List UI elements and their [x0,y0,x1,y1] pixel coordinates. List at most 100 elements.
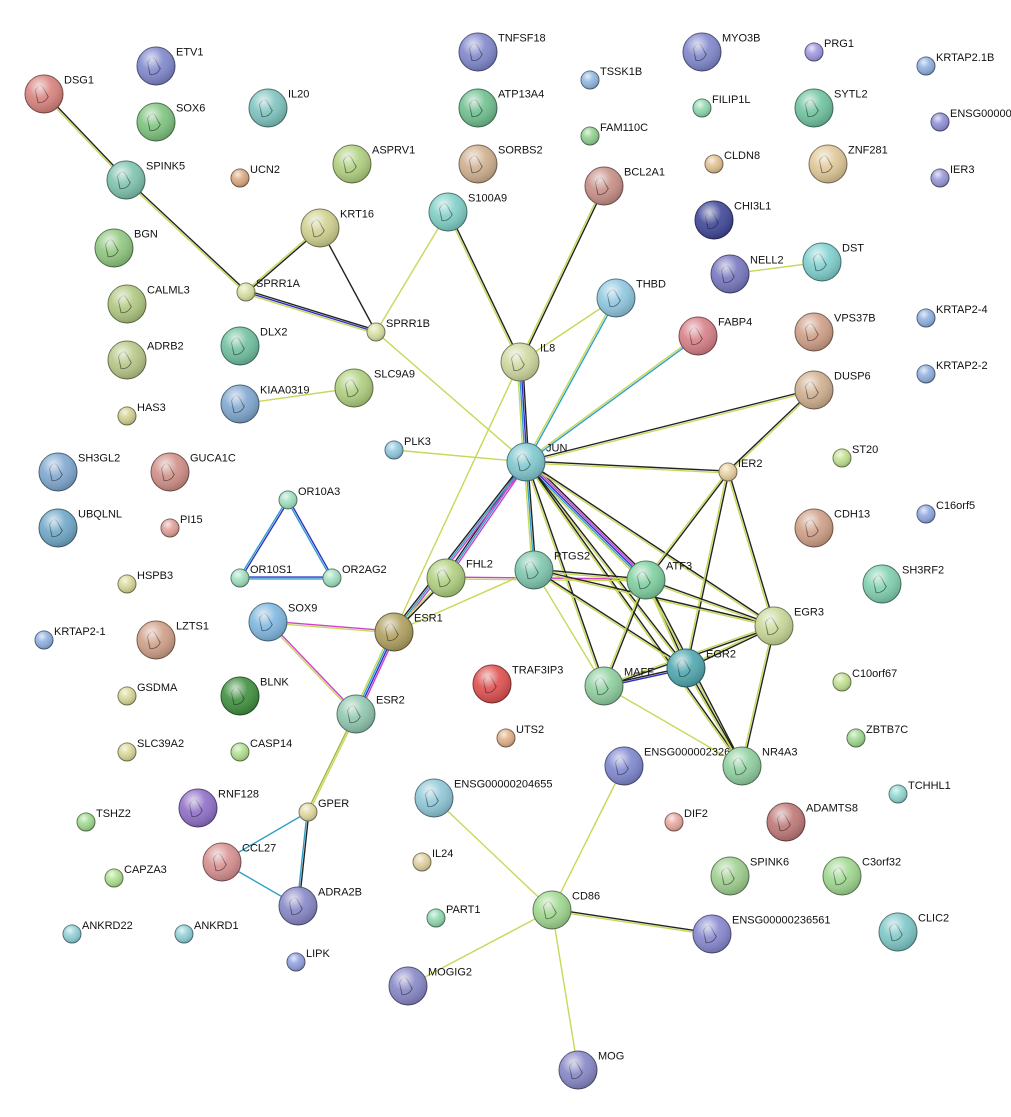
node-zbtb7c[interactable]: ZBTB7C [846,724,908,748]
node-lipk[interactable]: LIPK [286,948,331,972]
node-or10a3[interactable]: OR10A3 [278,486,340,510]
node-sprr1b[interactable]: SPRR1B [366,318,430,342]
node-dsg1[interactable]: DSG1 [24,74,94,114]
node-part1[interactable]: PART1 [426,904,480,928]
node-mogig2[interactable]: MOGIG2 [388,966,472,1006]
edge-atf3-egr3[interactable] [644,578,776,628]
node-mog[interactable]: MOG [558,1050,624,1090]
edge-egr3-nr4a3[interactable] [740,625,776,767]
node-vps37b[interactable]: VPS37B [794,312,876,352]
edge-plk3-jun[interactable] [393,449,527,463]
node-or10s1[interactable]: OR10S1 [230,564,292,588]
edge-ensg00000232641-cd86[interactable] [551,765,625,911]
node-atp13a4[interactable]: ATP13A4 [458,88,544,128]
node-slc9a9[interactable]: SLC9A9 [334,368,415,408]
edge-sprr1a-sprr1b[interactable] [244,289,378,335]
node-dusp6[interactable]: DUSP6 [794,370,871,410]
node-jun[interactable]: JUN [506,442,567,482]
node-bgn[interactable]: BGN [94,228,158,268]
node-ensg00000232641[interactable]: ENSG00000232641 [604,746,742,786]
edge-ptgs2-egr2[interactable] [532,568,688,670]
node-spink6[interactable]: SPINK6 [710,856,789,896]
edge-cd86-mogig2[interactable] [407,909,553,987]
edge-sprr1b-jun[interactable] [375,331,527,463]
node-ensg00000236561[interactable]: ENSG00000236561 [692,914,830,954]
node-sox6[interactable]: SOX6 [136,102,205,142]
edge-dsg1-spink5[interactable] [42,92,128,182]
node-il8[interactable]: IL8 [500,342,555,382]
edge-cd86-mog[interactable] [551,909,579,1071]
edge-sox9-esr2[interactable] [266,620,358,716]
node-fabp4[interactable]: FABP4 [678,316,752,356]
node-traf3ip3[interactable]: TRAF3IP3 [472,664,563,704]
edge-sox9-esr1[interactable] [267,620,395,634]
node-blnk[interactable]: BLNK [220,676,289,716]
node-ankrd22[interactable]: ANKRD22 [62,920,133,944]
node-cd86[interactable]: CD86 [532,890,600,930]
edge-jun-dusp6[interactable] [525,388,815,464]
edge-spink5-sprr1a[interactable] [124,178,248,294]
node-filip1l[interactable]: FILIP1L [692,94,751,118]
node-maff[interactable]: MAFF [584,666,654,706]
node-znf281[interactable]: ZNF281 [808,144,888,184]
edge-ier2-dusp6[interactable] [726,388,816,474]
node-ensg00000204655[interactable]: ENSG00000204655 [414,778,552,818]
edge-s100a9-il8[interactable] [446,210,522,364]
edge-fabp4-jun[interactable] [524,334,700,464]
node-c3orf32[interactable]: C3orf32 [822,856,901,896]
edge-s100a9-sprr1b[interactable] [375,211,449,333]
edge-or10a3-or2ag2[interactable] [286,498,334,580]
node-uts2[interactable]: UTS2 [496,724,544,748]
node-kiaa0319[interactable]: KIAA0319 [220,384,310,424]
node-tshz2[interactable]: TSHZ2 [76,808,131,832]
node-c16orf5[interactable]: C16orf5 [916,500,975,524]
node-pi15[interactable]: PI15 [160,514,203,538]
node-ier3[interactable]: IER3 [930,164,974,188]
edge-jun-esr1[interactable] [391,460,529,634]
edge-cd86-ensg00000236561[interactable] [551,908,713,936]
node-lzts1[interactable]: LZTS1 [136,620,209,660]
node-thbd[interactable]: THBD [596,278,666,318]
node-dst[interactable]: DST [802,242,864,282]
node-tnfsf18[interactable]: TNFSF18 [458,32,546,72]
node-krtap2-1b[interactable]: KRTAP2.1B [916,52,994,76]
node-hspb3[interactable]: HSPB3 [117,570,173,594]
node-fhl2[interactable]: FHL2 [426,558,493,598]
node-krtap2-4[interactable]: KRTAP2-4 [916,304,988,328]
node-adamts8[interactable]: ADAMTS8 [766,802,858,842]
node-il24[interactable]: IL24 [412,848,453,872]
node-slc39a2[interactable]: SLC39A2 [117,738,184,762]
edge-jun-ier2[interactable] [525,460,729,474]
node-gsdma[interactable]: GSDMA [117,682,178,706]
node-tchhl1[interactable]: TCHHL1 [888,780,951,804]
edge-thbd-jun[interactable] [524,296,618,464]
node-tssk1b[interactable]: TSSK1B [580,66,642,90]
node-dlx2[interactable]: DLX2 [220,326,288,366]
edge-jun-egr3[interactable] [524,460,776,628]
edge-ptgs2-maff[interactable] [533,569,605,687]
node-etv1[interactable]: ETV1 [136,46,204,86]
node-sorbs2[interactable]: SORBS2 [458,144,543,184]
node-dif2[interactable]: DIF2 [664,808,708,832]
node-ubqlnl[interactable]: UBQLNL [38,508,122,548]
node-il20[interactable]: IL20 [248,88,309,128]
node-cdh13[interactable]: CDH13 [794,508,870,548]
edge-ensg00000204655-cd86[interactable] [433,797,553,911]
node-gper[interactable]: GPER [298,798,349,822]
node-asprv1[interactable]: ASPRV1 [332,144,415,184]
edge-or10a3-or10s1[interactable] [238,498,290,580]
node-s100a9[interactable]: S100A9 [428,192,507,232]
node-ier2[interactable]: IER2 [718,458,762,482]
node-or2ag2[interactable]: OR2AG2 [322,564,387,588]
edge-krt16-sprr1b[interactable] [319,227,377,333]
node-sh3gl2[interactable]: SH3GL2 [38,452,120,492]
edge-ier2-egr3[interactable] [726,471,776,627]
edge-maff-nr4a3[interactable] [603,685,743,767]
node-calml3[interactable]: CALML3 [107,284,190,324]
edge-bcl2a1-il8[interactable] [518,184,606,364]
node-sox9[interactable]: SOX9 [248,602,317,642]
node-egr3[interactable]: EGR3 [754,606,824,646]
node-esr1[interactable]: ESR1 [374,612,443,652]
edge-ier2-atf3[interactable] [644,470,730,582]
node-bcl2a1[interactable]: BCL2A1 [584,166,665,206]
